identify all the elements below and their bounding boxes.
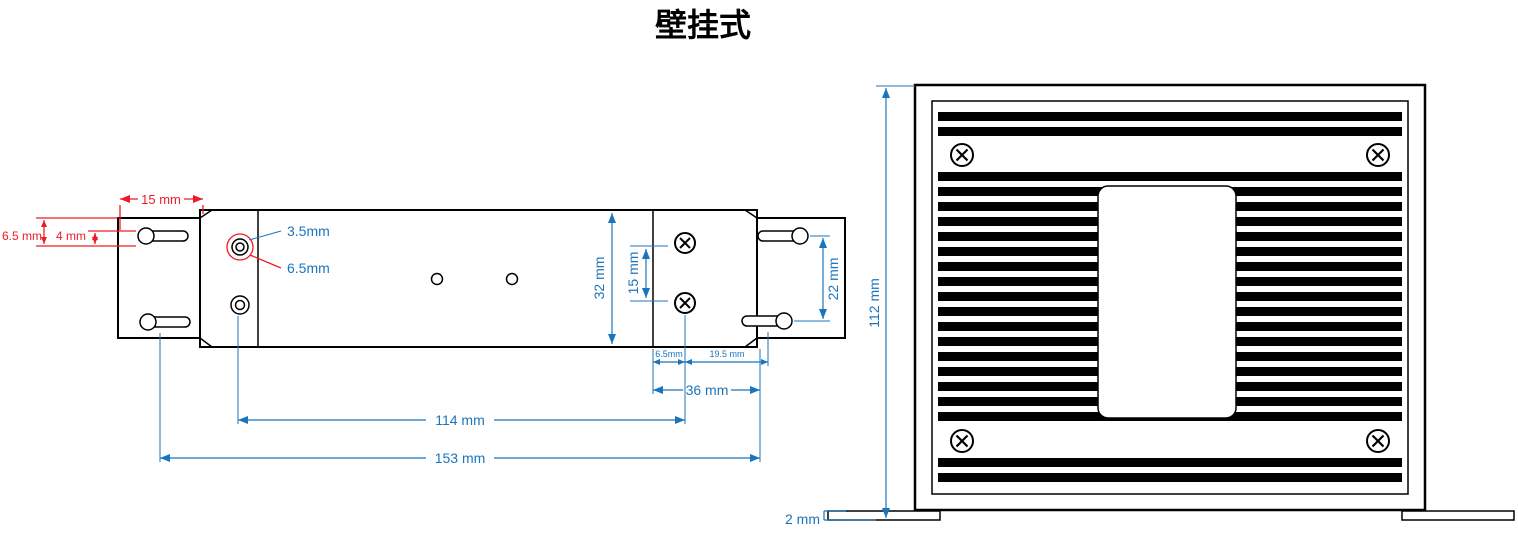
mounting-foot-left <box>827 510 941 521</box>
dim-label-hole-pitch: 114 mm <box>435 412 485 428</box>
screw-top-right <box>674 232 696 254</box>
screw-top-right <box>1366 143 1390 167</box>
dim-label-slot-to-edge: 36 mm <box>686 382 729 398</box>
dim-label-ear-width: 15 mm <box>141 192 181 207</box>
dim-slot-to-edge: 36 mm <box>653 349 761 462</box>
dim-hole-pitch: 114 mm <box>237 316 685 428</box>
dim-ear-width: 15 mm <box>119 192 204 230</box>
top-view: 15 mm 6.5 mm 4 mm 3.5mm 6.5mm <box>2 192 846 466</box>
hole-highlight-circle <box>226 233 254 261</box>
keyhole-slot-top-left <box>137 227 189 245</box>
device-body <box>199 209 758 348</box>
dim-label-slot-inset: 4 mm <box>56 229 86 243</box>
dim-screw-pitch: 15 mm <box>625 245 668 302</box>
wall-hole-top <box>231 238 249 256</box>
keyhole-slot-bottom-right <box>741 312 793 330</box>
dim-slot-pitch: 22 mm <box>794 235 841 322</box>
counter-hole-leader <box>249 254 282 269</box>
red-annotations: 15 mm 6.5 mm 4 mm <box>2 192 282 269</box>
dim-label-body-depth: 32 mm <box>591 257 607 300</box>
body-chamfers <box>199 209 758 348</box>
dim-overall-height: 112 mm <box>828 85 915 521</box>
dim-label-slot-pitch: 22 mm <box>825 258 841 301</box>
dim-label-overall-height: 112 mm <box>866 278 882 328</box>
keyhole-slot-top-right <box>757 227 809 245</box>
dim-label-foot-thickness: 2 mm <box>785 511 820 527</box>
page-title: 壁挂式 <box>655 7 751 43</box>
dim-label-screw-to-slot: 19.5 mm <box>709 349 744 359</box>
hole-callouts: 3.5mm 6.5mm <box>248 223 330 276</box>
dim-foot-thickness: 2 mm <box>785 510 846 527</box>
dim-label-screw-pitch: 15 mm <box>625 252 641 295</box>
front-view: 112 mm 2 mm <box>785 83 1515 527</box>
screw-bottom-left <box>950 429 974 453</box>
dim-screw-offsets: 6.5mm 19.5 mm <box>652 315 769 424</box>
dim-label-pilot-hole: 3.5mm <box>287 223 330 239</box>
mounting-foot-right <box>1401 510 1515 521</box>
panel-dividers <box>257 211 654 346</box>
pilot-hole-leader <box>248 230 282 241</box>
label-plate <box>1097 185 1237 419</box>
dim-slot-inset: 4 mm <box>56 229 98 244</box>
dim-body-depth: 32 mm <box>591 213 616 344</box>
dim-label-screw-inset: 6.5mm <box>655 349 683 359</box>
screw-top-left <box>950 143 974 167</box>
wall-hole-bottom <box>230 295 250 315</box>
vent-hole-right <box>505 272 519 286</box>
dim-label-counter-hole: 6.5mm <box>287 260 330 276</box>
dim-label-slot-span: 153 mm <box>435 450 486 466</box>
screw-bottom-right <box>1366 429 1390 453</box>
keyhole-slot-bottom-left <box>139 313 191 331</box>
screw-bottom-right <box>674 292 696 314</box>
dim-edge-to-slot: 6.5 mm <box>2 217 136 247</box>
dim-slot-span: 153 mm <box>159 333 760 466</box>
vent-hole-left <box>430 272 444 286</box>
dim-label-edge-to-slot: 6.5 mm <box>2 229 42 243</box>
